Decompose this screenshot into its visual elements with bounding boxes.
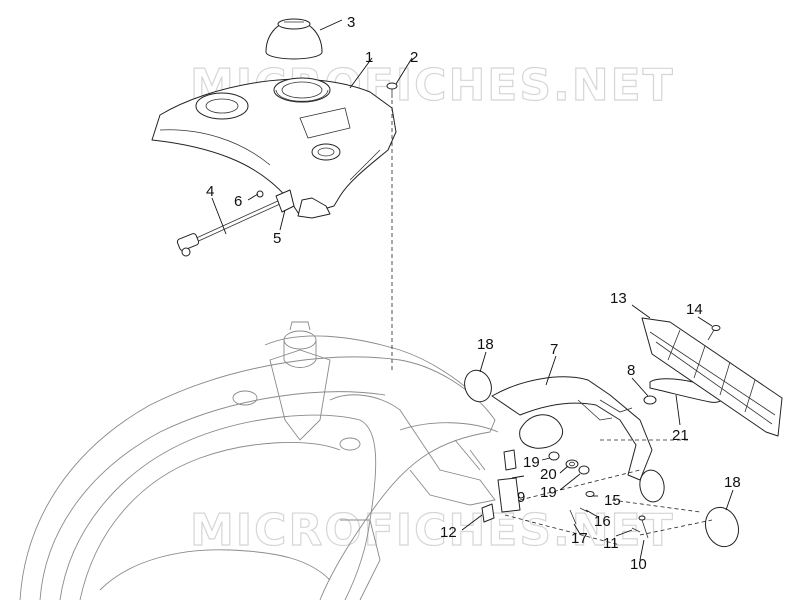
callout-1: 1 xyxy=(365,49,373,66)
part-1-top-cover xyxy=(151,77,397,219)
callout-9: 9 xyxy=(517,489,525,506)
callout-18-left: 18 xyxy=(477,336,494,353)
part-8-grommet xyxy=(643,395,657,405)
callout-19-upper: 19 xyxy=(523,454,540,471)
callout-21: 21 xyxy=(672,427,689,444)
callout-13: 13 xyxy=(610,290,627,307)
part-17-screw xyxy=(569,509,577,525)
part-13-plate-frame xyxy=(641,317,783,437)
part-5-bracket xyxy=(275,189,295,213)
callout-10: 10 xyxy=(630,556,647,573)
part-10-screw xyxy=(638,515,649,539)
callout-18-right: 18 xyxy=(724,474,741,491)
callout-20: 20 xyxy=(540,466,557,483)
callout-3: 3 xyxy=(347,14,355,31)
callout-8: 8 xyxy=(627,362,635,379)
callout-14: 14 xyxy=(686,301,703,318)
watermark-bottom: MICROFICHES.NET xyxy=(190,505,675,556)
callout-5: 5 xyxy=(273,230,281,247)
part-20-washer xyxy=(565,459,579,469)
callout-19-lower: 19 xyxy=(540,484,557,501)
part-15-screw xyxy=(585,491,595,497)
part-14-screw xyxy=(707,325,721,341)
callout-12: 12 xyxy=(440,524,457,541)
callout-15: 15 xyxy=(604,492,621,509)
part-18-reflector-mid xyxy=(639,469,665,503)
callout-16: 16 xyxy=(594,513,611,530)
part-2-screw xyxy=(386,82,398,98)
callout-4: 4 xyxy=(206,183,214,200)
scooter-frame-drawing xyxy=(19,321,499,601)
callout-7: 7 xyxy=(550,341,558,358)
part-9-reflector xyxy=(497,449,521,513)
part-19-nut-lower xyxy=(578,465,590,475)
part-3-cap xyxy=(265,18,323,60)
callout-11: 11 xyxy=(603,535,619,552)
part-16-screw xyxy=(579,507,589,513)
callout-6: 6 xyxy=(234,193,242,210)
part-18-reflector-left xyxy=(464,369,492,403)
part-18-reflector-right xyxy=(704,506,740,548)
part-12-bulb xyxy=(481,503,495,523)
part-4-cable xyxy=(176,199,281,257)
callout-17: 17 xyxy=(571,530,588,547)
part-6-nut xyxy=(256,190,264,198)
callout-2: 2 xyxy=(410,49,418,66)
assembly-lines-right xyxy=(504,439,713,546)
leader-lines xyxy=(211,19,734,561)
part-11-screw xyxy=(631,527,641,533)
part-7-plate-holder xyxy=(491,376,653,481)
part-19-nut-upper xyxy=(548,451,560,461)
